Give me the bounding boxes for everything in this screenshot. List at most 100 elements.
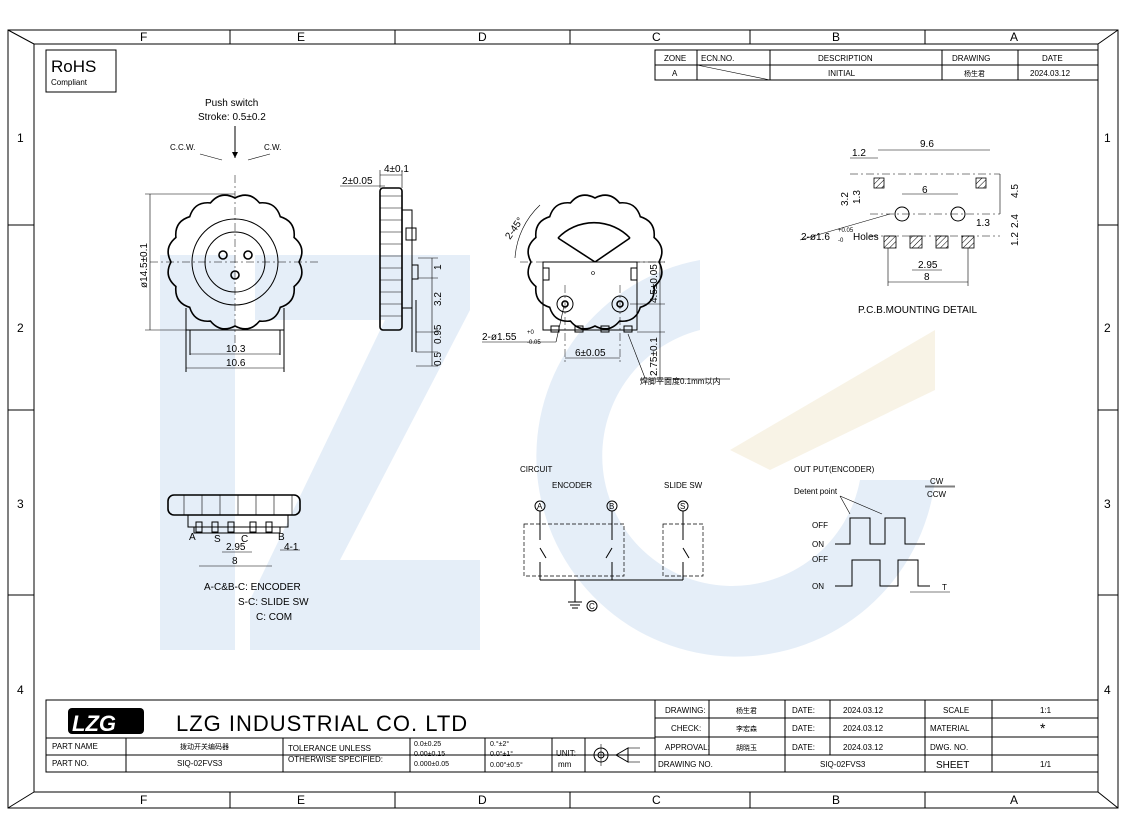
outer-border (7, 29, 1119, 809)
pcb-dim-2-4: 2.4 (1010, 214, 1021, 228)
part-name-value: 拨动开关编码器 (180, 742, 229, 751)
front-view: Push switch Stroke: 0.5±0.2 C.C.W. C.W. … (139, 98, 320, 372)
tol-angle-1: 0.°±2° (490, 740, 509, 748)
tol-angle-3: 0.00°±0.5° (490, 761, 523, 769)
side-dim-0-95: 0.95 (433, 324, 444, 344)
pcb-dim-2-95: 2.95 (918, 260, 938, 271)
rev-zone: A (672, 69, 678, 78)
zone-top-f: F (140, 30, 147, 44)
circuit-diagram: CIRCUIT ENCODER SLIDE SW A B S C (520, 465, 704, 612)
approval-label: APPROVAL: (665, 743, 710, 752)
inner-border (33, 43, 1099, 793)
rev-header-description: DESCRIPTION (818, 54, 873, 63)
material-label: MATERIAL (930, 724, 970, 733)
sheet-value: 1/1 (1040, 760, 1052, 769)
pcb-holes-tol-top: +0.05 (838, 228, 854, 234)
pin-label-b: B (278, 532, 285, 543)
zone-bottom-c: C (652, 793, 661, 807)
tol-linear-1: 0.0±0.25 (414, 741, 441, 748)
level-off-b: OFF (812, 555, 828, 564)
output-title: OUT PUT(ENCODER) (794, 465, 875, 474)
push-switch-label: Push switch (205, 98, 258, 109)
zone-left-3: 3 (17, 497, 24, 511)
side-dim-3-2: 3.2 (433, 292, 444, 306)
rear-view: 2-45° 2-ø1.55 +0 -0.05 4.5±0.05 6±0.05 2… (482, 194, 730, 386)
detent-label: Detent point (794, 487, 838, 496)
drawing-by: 杨生君 (736, 706, 757, 715)
ccw-label: C.C.W. (170, 143, 195, 152)
cw-label: C.W. (264, 143, 281, 152)
level-on-b: ON (812, 582, 824, 591)
pcb-dim-3-2: 3.2 (840, 192, 851, 206)
pcb-dim-8: 8 (924, 272, 930, 283)
title-block: LZG LZG INDUSTRIAL CO. LTD PART NAME 拨动开… (45, 699, 1099, 773)
pcb-caption: P.C.B.MOUNTING DETAIL (858, 305, 978, 316)
rear-dim-2-75: 2.75±0.1 (649, 337, 660, 376)
zone-top-b: B (832, 30, 840, 44)
circuit-pin-s: S (680, 502, 685, 511)
rohs-box (45, 49, 117, 93)
company-name: LZG INDUSTRIAL CO. LTD (176, 711, 468, 736)
rev-header-zone: ZONE (664, 54, 686, 63)
drawing-no-value: SIQ-02FVS3 (820, 760, 866, 769)
check-by: 李宏森 (736, 724, 757, 733)
scale-label: SCALE (943, 706, 969, 715)
date-label-2: DATE: (792, 724, 815, 733)
output-waveform: OUT PUT(ENCODER) Detent point CW CCW OFF… (794, 465, 955, 593)
rev-header-drawing: DRAWING (952, 54, 990, 63)
material-value: * (1040, 720, 1046, 736)
zone-bottom-f: F (140, 793, 147, 807)
circuit-pin-c: C (589, 602, 595, 611)
output-t: T (942, 583, 947, 592)
pcb-dim-6: 6 (922, 185, 928, 196)
pin-label-c: C (241, 534, 248, 545)
dwg-no-label: DWG. NO. (930, 743, 968, 752)
rohs-compliant-text: Compliant (51, 78, 88, 87)
bottom-dim-8: 8 (232, 556, 238, 567)
zone-top-e: E (297, 30, 305, 44)
output-ccw: CCW (927, 490, 947, 499)
rear-holes-tol-top: +0 (527, 330, 535, 336)
rev-header-ecn: ECN.NO. (701, 54, 734, 63)
scale-value: 1:1 (1040, 706, 1052, 715)
bottom-view: A S C B 2.95 4-1 8 A-C&B-C: ENCODER S-C:… (167, 494, 309, 623)
unit-value: mm (558, 760, 572, 769)
level-off-a: OFF (812, 521, 828, 530)
legend-slide: S-C: SLIDE SW (238, 597, 309, 608)
zone-bottom-e: E (297, 793, 305, 807)
rear-dim-4-5: 4.5±0.05 (649, 264, 660, 303)
revision-table: ZONE ECN.NO. DESCRIPTION DRAWING DATE A … (654, 49, 1099, 81)
tol-angle-2: 0.0°±1° (490, 750, 513, 758)
unit-label: UNIT: (556, 749, 576, 758)
zone-top-d: D (478, 30, 487, 44)
pcb-dim-1-2b: 1.2 (1010, 232, 1021, 246)
zone-left-2: 2 (17, 321, 24, 335)
zone-right-3: 3 (1104, 497, 1111, 511)
rear-angle: 2-45° (503, 216, 526, 242)
rear-holes: 2-ø1.55 (482, 332, 517, 343)
stroke-label: Stroke: 0.5±0.2 (198, 112, 266, 123)
approval-by: 胡晓玉 (736, 743, 757, 752)
side-dim-1: 1 (433, 264, 444, 270)
sheet-label: SHEET (936, 760, 969, 771)
zone-top-c: C (652, 30, 661, 44)
zone-top-a: A (1010, 30, 1018, 44)
circuit-pin-b: B (609, 502, 614, 511)
pcb-dim-9-6: 9.6 (920, 139, 934, 150)
zone-right-2: 2 (1104, 321, 1111, 335)
level-on-a: ON (812, 540, 824, 549)
pcb-dim-4-5: 4.5 (1010, 184, 1021, 198)
circuit-title: CIRCUIT (520, 465, 553, 474)
zone-left-1: 1 (17, 131, 24, 145)
legend-com: C: COM (256, 612, 292, 623)
zone-bottom-b: B (832, 793, 840, 807)
zone-right-4: 4 (1104, 683, 1111, 697)
zone-left-4: 4 (17, 683, 24, 697)
tol-linear-2: 0.00±0.15 (414, 751, 445, 758)
side-view: 4±0.1 2±0.05 1 3.2 0.95 0.5 (340, 164, 444, 367)
tol-linear-3: 0.000±0.05 (414, 761, 449, 768)
pcb-dim-1-3v: 1.3 (852, 190, 863, 204)
part-no-label: PART NO. (52, 759, 89, 768)
date-value-2: 2024.03.12 (843, 724, 884, 733)
